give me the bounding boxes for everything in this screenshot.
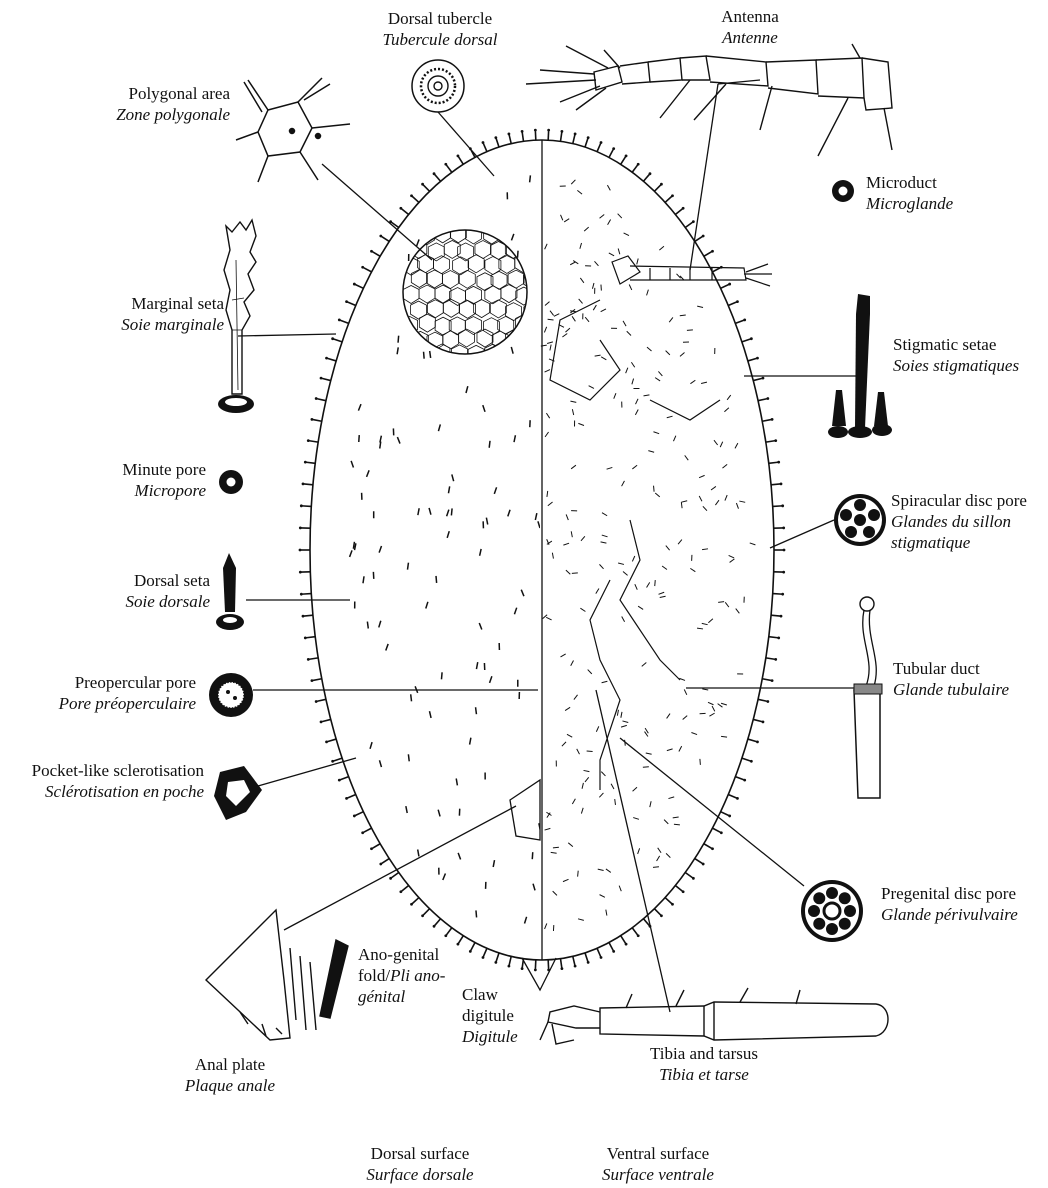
pocket-sclerotisation-label: Pocket-like sclerotisation Sclérotisatio… [4,760,204,802]
ano-genital-fold-label: Ano-genital fold/Pli ano- génital [358,944,445,1007]
stigmatic-setae-label: Stigmatic setae Soies stigmatiques [893,334,1019,376]
tibia-tarsus-label: Tibia and tarsus Tibia et tarse [624,1043,784,1085]
leader-lines [238,80,858,1012]
dorsal-seta-label: Dorsal seta Soie dorsale [40,570,210,612]
anal-plate-label: Anal plate Plaque anale [170,1054,290,1096]
spiracular-disc-pore-icon [834,494,886,546]
anal-plate-inset [206,910,348,1040]
minute-pore-label: Minute pore Micropore [40,459,206,501]
polygonal-area-label: Polygonal area Zone polygonale [60,83,230,125]
tubular-duct-label: Tubular duct Glande tubulaire [893,658,1009,700]
pregenital-disc-pore-label: Pregenital disc pore Glande périvulvaire [881,883,1018,925]
polygonal-area-detail [402,225,556,366]
ventral-surface-label: Ventral surface Surface ventrale [578,1143,738,1185]
antenna-inset [526,44,892,156]
microduct-icon [832,180,854,202]
polygonal-area-inset [236,78,350,182]
dorsal-seta-icon [216,553,244,630]
dorsal-tubercle-label: Dorsal tubercle Tubercule dorsal [360,8,520,50]
pregenital-disc-pore-icon [801,880,863,942]
spiracular-disc-pore-label: Spiracular disc pore Glandes du sillon s… [891,490,1027,553]
microduct-label: Microduct Microglande [866,172,953,214]
stigmatic-setae-icon [828,294,892,438]
pocket-sclerotisation-icon [214,766,262,820]
dorsal-surface-label: Dorsal surface Surface dorsale [340,1143,500,1185]
claw-digitule-label: Claw digitule Digitule [462,984,518,1047]
dorsal-tubercle-icon [412,60,464,112]
minute-pore-icon [219,470,243,494]
preopercular-pore-icon [209,673,253,717]
tubular-duct-icon [854,597,882,798]
tibia-tarsus-inset [540,988,888,1044]
antenna-label: Antenna Antenne [700,6,800,48]
marginal-seta-label: Marginal seta Soie marginale [40,293,224,335]
preopercular-pore-label: Preopercular pore Pore préoperculaire [10,672,196,714]
